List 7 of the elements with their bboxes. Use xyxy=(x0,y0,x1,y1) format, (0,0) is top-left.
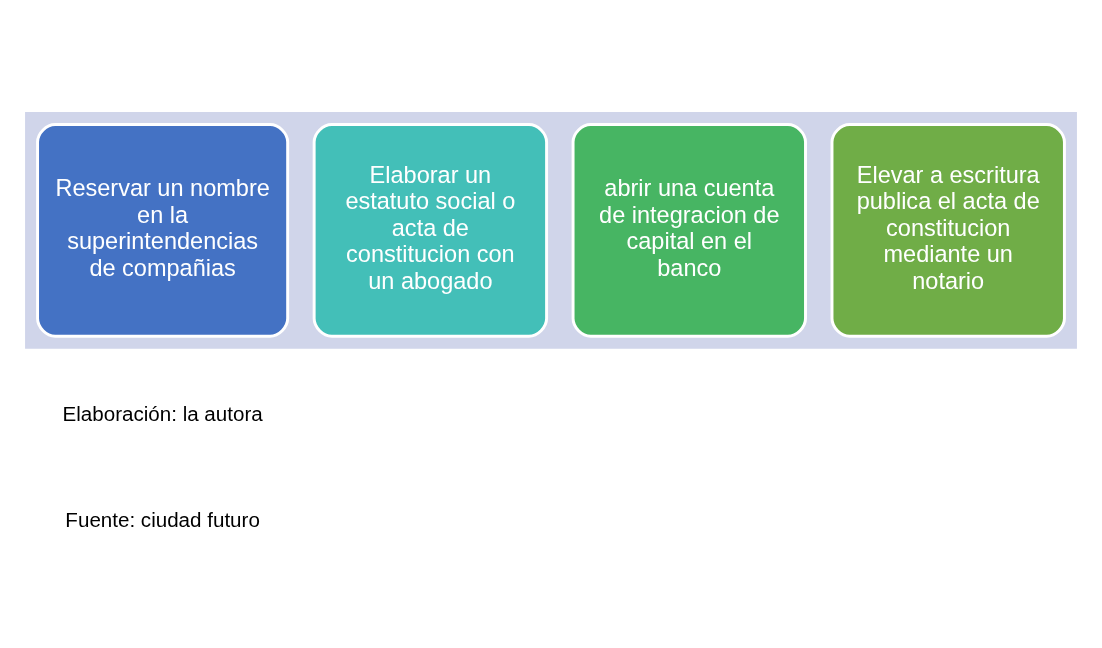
cluster xyxy=(25,111,1077,349)
node-box: Elaborar un estatuto social o acta de constitucion con un abogado xyxy=(312,122,549,338)
node-box: Reservar un nombre en la superintendencias de compañias xyxy=(36,122,290,338)
node-box: Elevar a escritura publica el acta de constitucion mediante un notario xyxy=(830,122,1066,338)
label: Fuente: ciudad futuro xyxy=(65,507,260,531)
node-box: abrir una cuenta de integracion de capital en el banco xyxy=(571,122,807,338)
label: Elaboración: la autora xyxy=(62,401,263,425)
